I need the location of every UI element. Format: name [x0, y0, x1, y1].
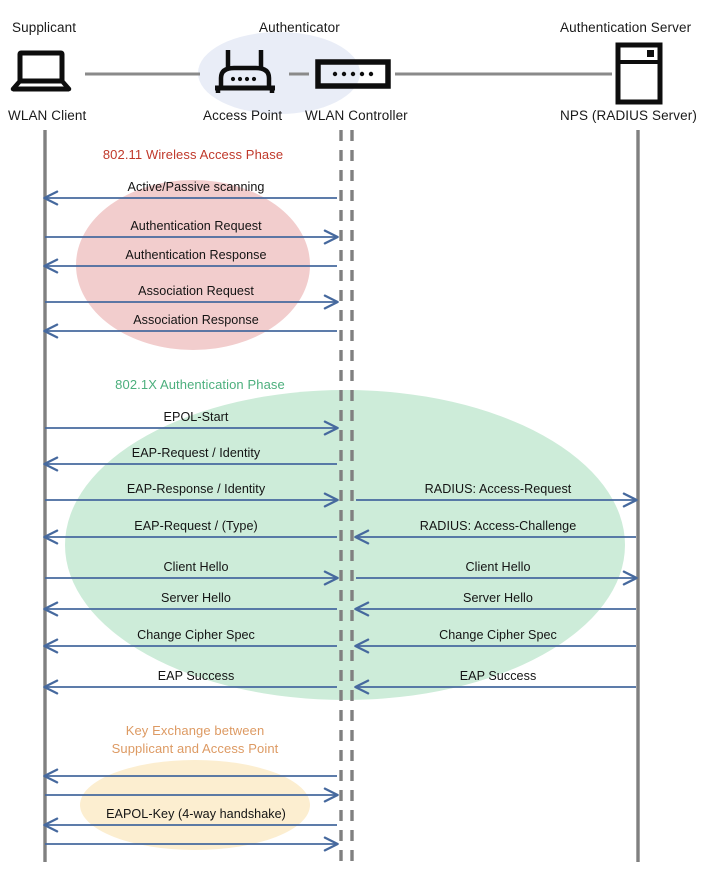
phase-ellipse-dot1x-auth	[65, 390, 625, 700]
controller-appliance-icon	[315, 59, 391, 89]
message-label-right-1: RADIUS: Access-Challenge	[419, 519, 577, 533]
message-label-left-6: EAP-Request / Identity	[131, 446, 261, 460]
message-label-left-11: Change Cipher Spec	[137, 628, 255, 642]
actor-role-authenticator: Authenticator	[259, 20, 340, 35]
message-label-right-2: Client Hello	[465, 560, 531, 574]
message-label-right-0: RADIUS: Access-Request	[424, 482, 572, 496]
message-label-left-5: EPOL-Start	[163, 410, 229, 424]
message-label-left-0: Active/Passive scanning	[127, 180, 265, 194]
server-tower-icon	[615, 42, 663, 105]
actor-role-authentication-server: Authentication Server	[560, 20, 692, 35]
message-label-left-15: EAPOL-Key (4-way handshake)	[106, 807, 286, 821]
message-arrow-group	[43, 190, 638, 852]
phase-label-wireless-access: 802.11 Wireless Access Phase	[102, 147, 284, 162]
message-label-left-7: EAP-Response / Identity	[126, 482, 266, 496]
message-label-right-5: EAP Success	[459, 669, 537, 683]
message-label-left-2: Authentication Response	[125, 248, 267, 262]
message-label-left-10: Server Hello	[161, 591, 231, 605]
phase-label-key-exchange-line1: Key Exchange between	[125, 723, 265, 738]
message-label-right-3: Server Hello	[463, 591, 533, 605]
authenticator-group-ellipse	[198, 32, 360, 114]
phase-ellipse-key-exchange	[80, 760, 310, 850]
phase-label-key-exchange: Key Exchange between Supplicant and Acce…	[112, 722, 279, 758]
actor-name-access-point: Access Point	[203, 108, 283, 123]
wireless-router-icon	[215, 50, 275, 93]
message-label-left-8: EAP-Request / (Type)	[134, 519, 258, 533]
actor-name-wlan-controller: WLAN Controller	[305, 108, 408, 123]
phase-ellipse-wireless-access	[76, 180, 310, 350]
message-label-left-12: EAP Success	[157, 669, 235, 683]
actor-name-wlan-client: WLAN Client	[8, 108, 87, 123]
laptop-icon	[10, 50, 72, 92]
message-label-left-1: Authentication Request	[130, 219, 262, 233]
message-label-right-4: Change Cipher Spec	[439, 628, 557, 642]
message-label-left-3: Association Request	[138, 284, 254, 298]
message-label-left-9: Client Hello	[163, 560, 229, 574]
phase-label-dot1x-auth: 802.1X Authentication Phase	[115, 377, 285, 392]
phase-label-key-exchange-line2: Supplicant and Access Point	[111, 741, 279, 756]
message-label-left-4: Association Response	[133, 313, 259, 327]
actor-role-supplicant: Supplicant	[12, 20, 77, 35]
actor-name-nps-radius-server: NPS (RADIUS Server)	[560, 108, 697, 123]
